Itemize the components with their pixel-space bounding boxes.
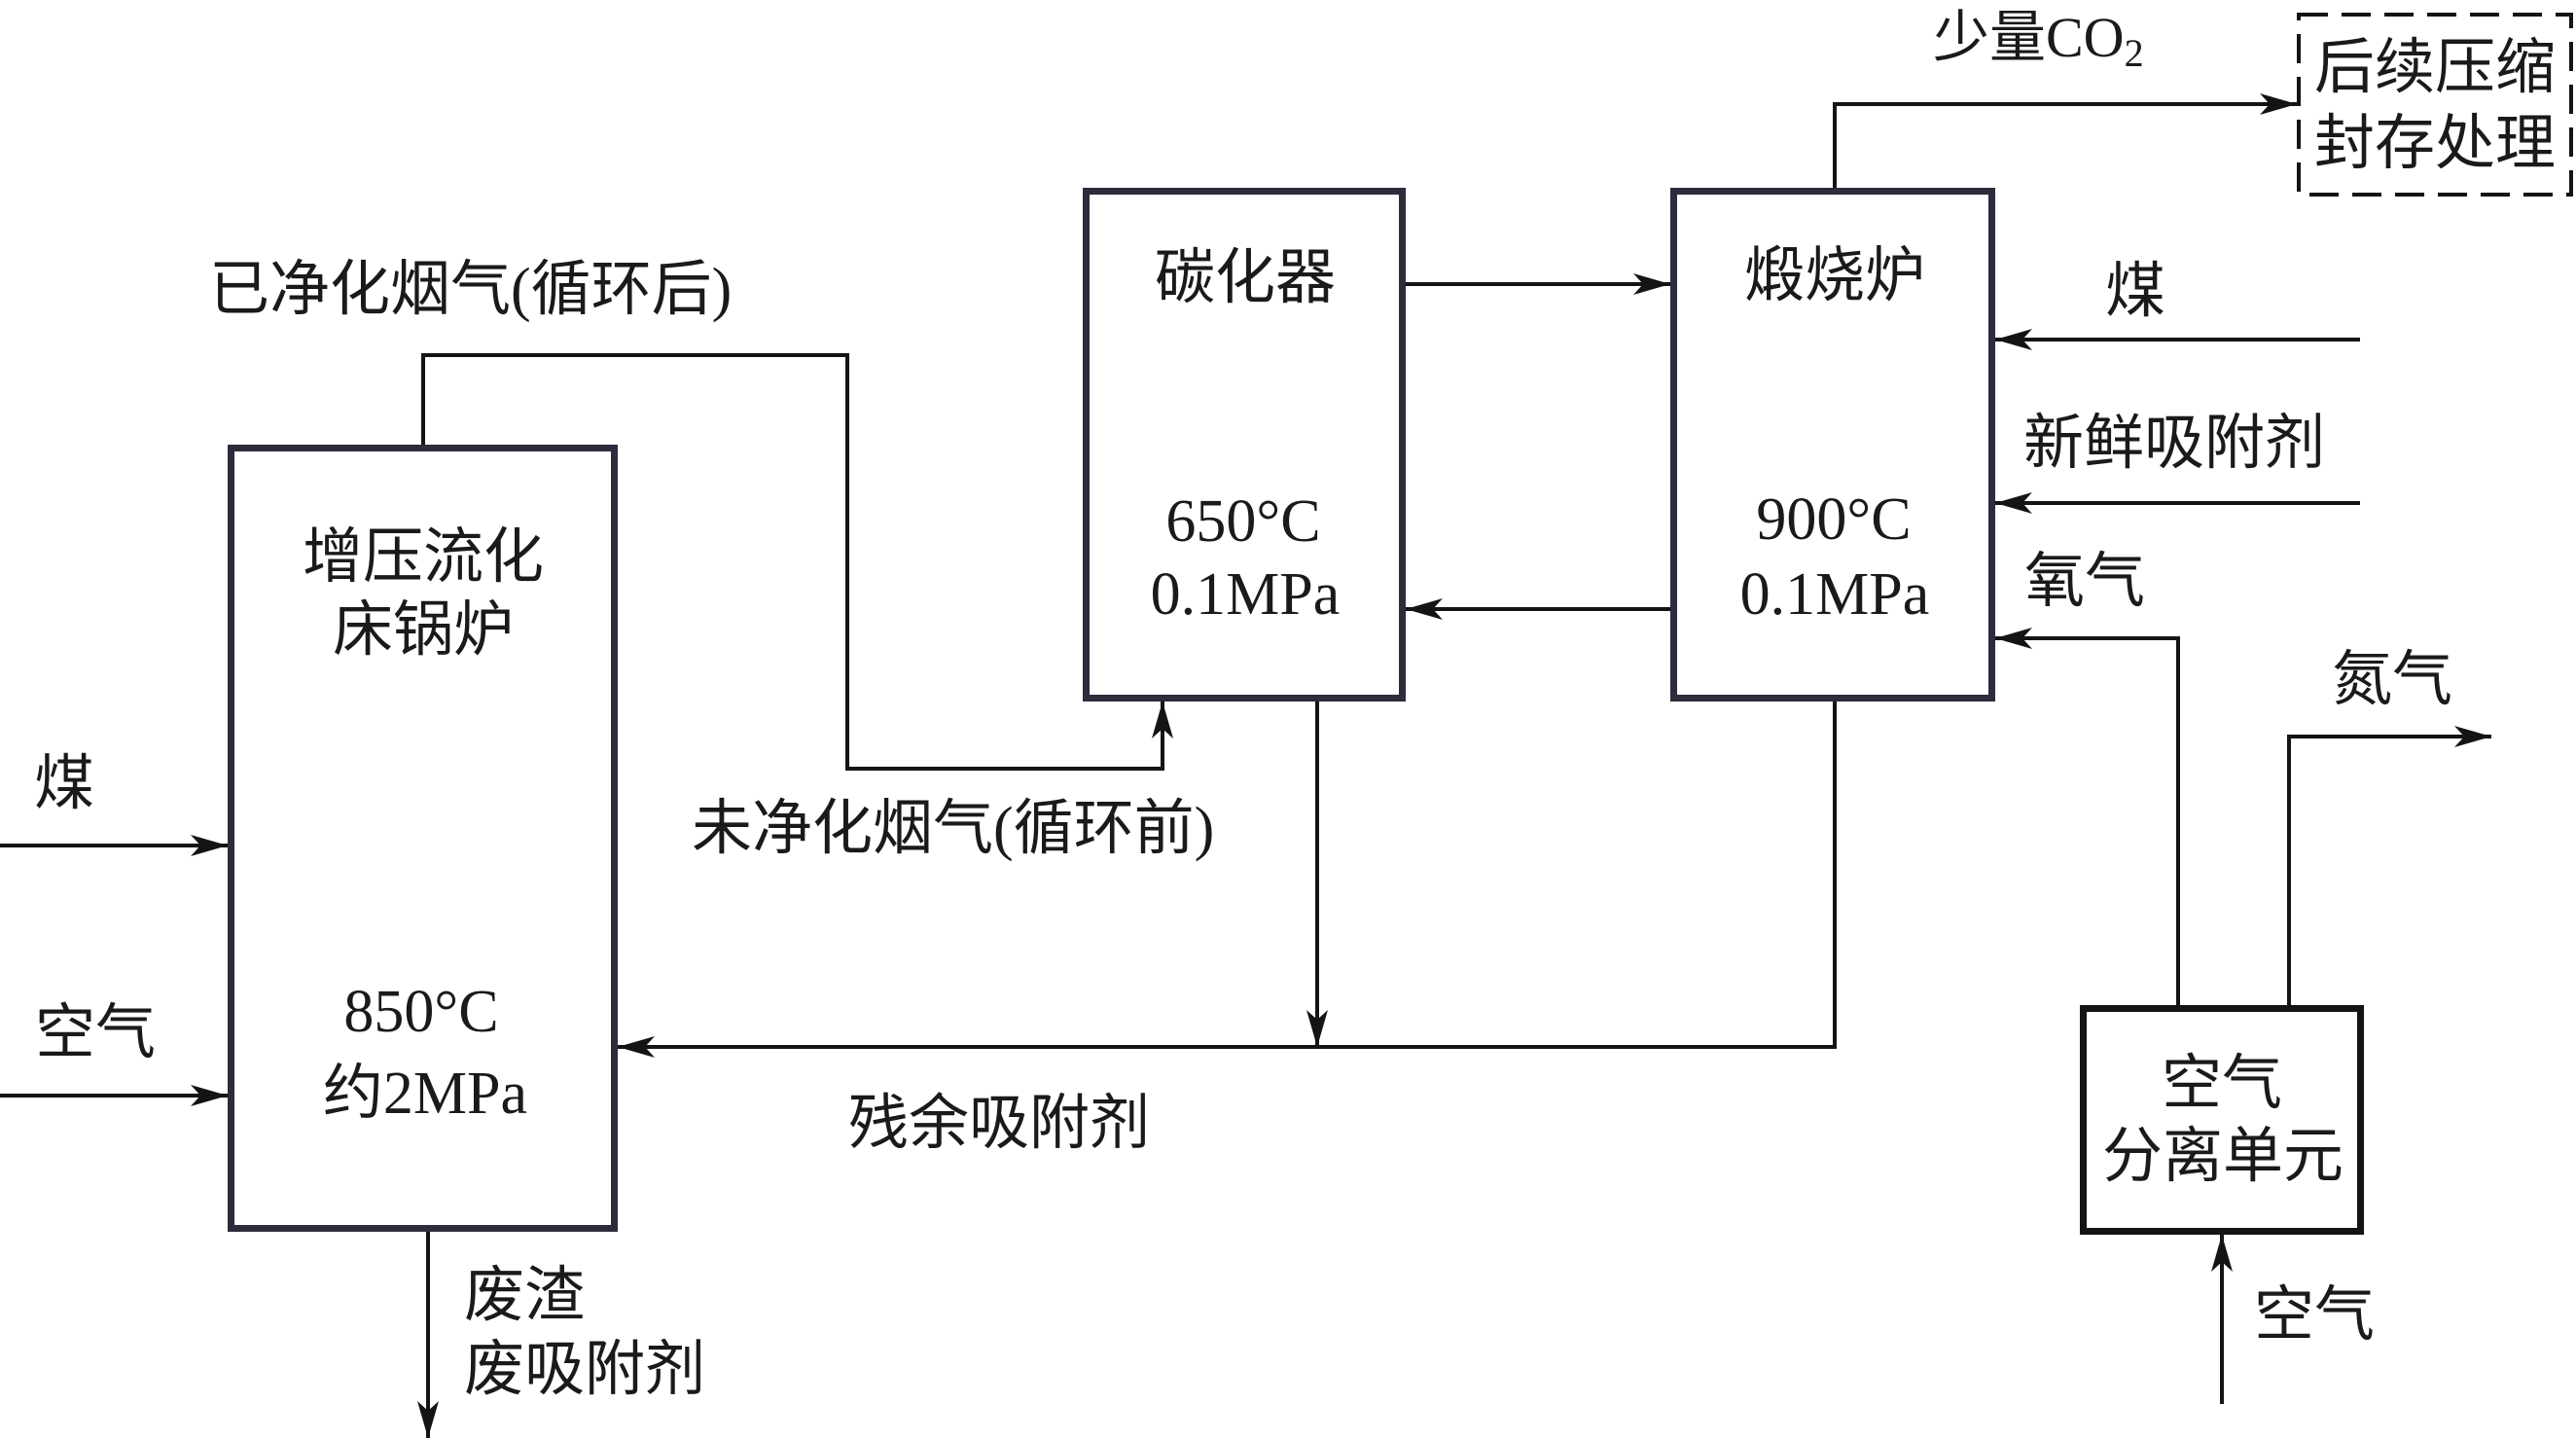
storage-unit: 后续压缩 封存处理 — [2297, 13, 2573, 197]
label-calciner-coal: 煤 — [2105, 259, 2165, 325]
label-waste-sorbent: 废吸附剂 — [464, 1337, 705, 1403]
label-oxygen: 氧气 — [2024, 549, 2145, 615]
arrow-residual-sorbent-to-boiler — [618, 702, 1837, 1058]
storage-box-dashed — [2297, 13, 2573, 197]
carbonator-temperature: 650°C — [1165, 488, 1320, 555]
boiler-temperature: 850°C — [343, 979, 498, 1045]
arrow-oxygen-feed — [1995, 628, 2180, 1005]
label-boiler-coal: 煤 — [34, 751, 94, 817]
storage-name-line-1: 后续压缩 — [2314, 35, 2556, 101]
calciner-temperature: 900°C — [1756, 486, 1911, 553]
boiler-name-line-2: 床锅炉 — [333, 597, 514, 664]
label-clean-flue-gas: 已净化烟气(循环后) — [209, 257, 732, 323]
calciner-box — [1670, 188, 1995, 702]
label-fresh-sorbent: 新鲜吸附剂 — [2023, 411, 2325, 477]
calciner-pressure: 0.1MPa — [1740, 561, 1930, 628]
air-separation-unit: 空气 分离单元 — [2080, 1005, 2364, 1235]
arrow-flue-gas-loop — [421, 353, 1173, 771]
label-waste-slag: 废渣 — [464, 1263, 585, 1329]
label-boiler-air: 空气 — [35, 1000, 156, 1066]
label-co2: 少量CO2 — [1933, 6, 2144, 75]
air-separation-name-line-2: 分离单元 — [2102, 1124, 2343, 1190]
label-co2-subscript: 2 — [2125, 31, 2144, 75]
label-raw-flue-gas: 未净化烟气(循环前) — [692, 796, 1214, 862]
label-residual-sorbent: 残余吸附剂 — [848, 1091, 1150, 1157]
carbonator-unit: 碳化器 650°C 0.1MPa — [1083, 188, 1406, 702]
boiler-box — [228, 445, 618, 1232]
label-asu-air: 空气 — [2254, 1282, 2375, 1349]
boiler-pressure: 约2MPa — [323, 1061, 527, 1127]
carbonator-pressure: 0.1MPa — [1151, 561, 1341, 628]
calciner-name: 煅烧炉 — [1744, 243, 1925, 309]
arrow-nitrogen-outlet — [2287, 726, 2491, 1005]
label-nitrogen: 氮气 — [2332, 647, 2452, 713]
air-separation-box — [2080, 1005, 2364, 1235]
flow-lines — [0, 93, 2491, 1438]
boiler-unit: 增压流化 床锅炉 850°C 约2MPa — [228, 445, 618, 1232]
carbonator-box — [1083, 188, 1406, 702]
stream-labels: 煤 空气 已净化烟气(循环后) 未净化烟气(循环前) 残余吸附剂 废渣 废吸附剂… — [34, 6, 2452, 1404]
carbonator-name: 碳化器 — [1155, 245, 1336, 311]
storage-name-line-2: 封存处理 — [2314, 111, 2556, 177]
air-separation-name-line-1: 空气 — [2162, 1051, 2282, 1117]
arrow-co2-to-storage — [1833, 93, 2297, 188]
calciner-unit: 煅烧炉 900°C 0.1MPa — [1670, 188, 1995, 702]
boiler-name-line-1: 增压流化 — [303, 524, 544, 591]
label-co2-text: 少量CO — [1933, 6, 2125, 69]
